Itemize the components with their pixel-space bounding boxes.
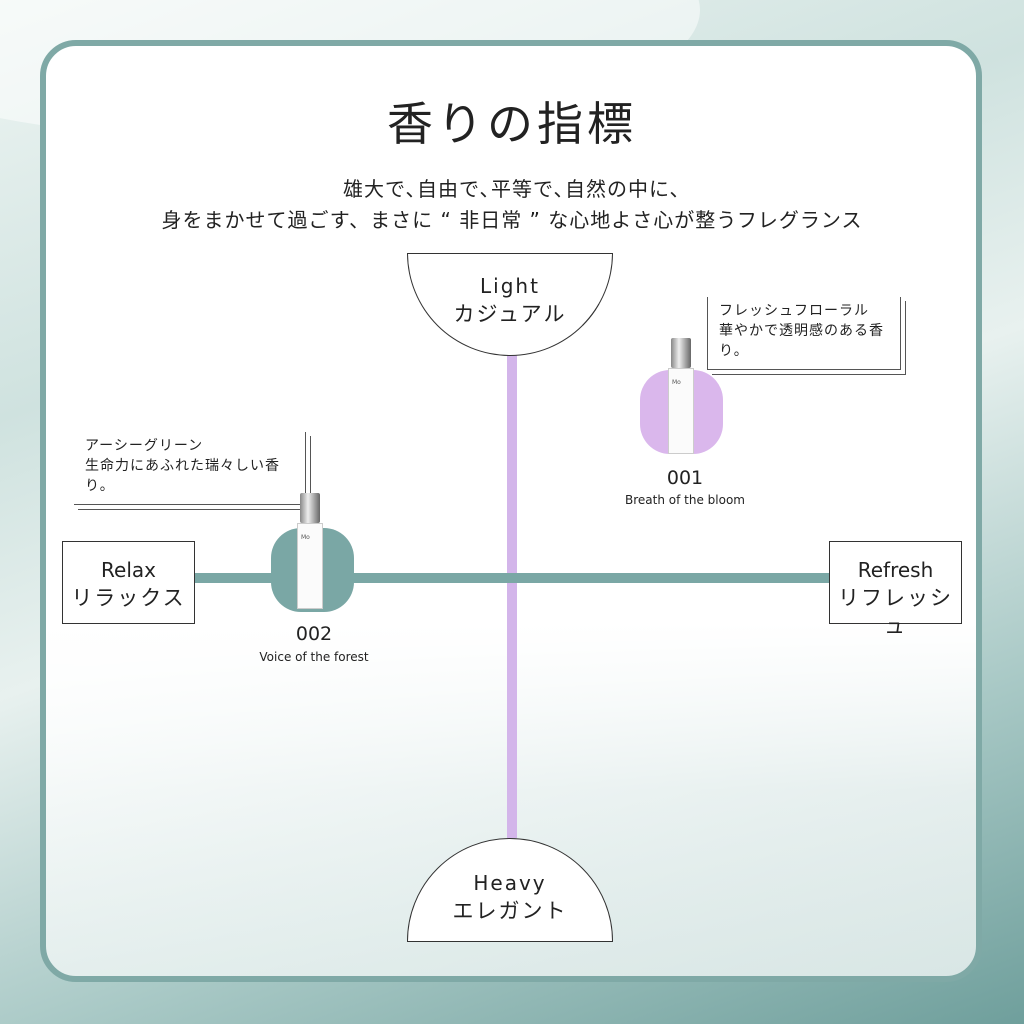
vertical-axis-line <box>507 355 517 838</box>
horizontal-axis-line <box>195 573 829 583</box>
axis-label-relax: Relax リラックス <box>62 541 195 624</box>
axis-bottom-en: Heavy <box>473 871 547 895</box>
product-002-bottle-image: Mo <box>297 493 323 609</box>
axis-left-jp: リラックス <box>71 586 186 610</box>
axis-right-en: Refresh <box>857 558 934 582</box>
product-002-number: 002 <box>295 623 333 645</box>
product-001-note-desc: 華やかで透明感のある香り。 <box>719 323 884 359</box>
subtitle-line-2: 身をまかせて過ごす、まさに “ 非日常 ” な心地よさ心が整うフレグランス <box>161 208 863 232</box>
product-002-note-desc: 生命力にあふれた瑞々しい香り。 <box>85 458 280 494</box>
page-title: 香りの指標 <box>387 97 637 151</box>
axis-top-jp: カジュアル <box>453 302 567 326</box>
product-001-note: フレッシュフローラル 華やかで透明感のある香り。 <box>707 297 906 375</box>
axis-top-en: Light <box>480 274 540 298</box>
subtitle-line-1: 雄大で､自由で､平等で､自然の中に､ <box>343 177 681 201</box>
product-002-name: Voice of the forest <box>259 650 369 664</box>
product-002-note: アーシーグリーン 生命力にあふれた瑞々しい香り。 <box>74 432 311 510</box>
axis-left-en: Relax <box>101 558 156 582</box>
axis-label-refresh: Refresh リフレッシュ <box>829 541 962 638</box>
product-001-number: 001 <box>666 467 704 489</box>
product-002-note-title: アーシーグリーン <box>85 438 204 454</box>
product-001-name: Breath of the bloom <box>625 493 745 507</box>
axis-right-jp: リフレッシュ <box>838 586 953 638</box>
product-001-note-title: フレッシュフローラル <box>719 303 869 319</box>
product-001-bottle-image: Mo <box>668 338 694 454</box>
axis-bottom-jp: エレガント <box>452 899 568 923</box>
